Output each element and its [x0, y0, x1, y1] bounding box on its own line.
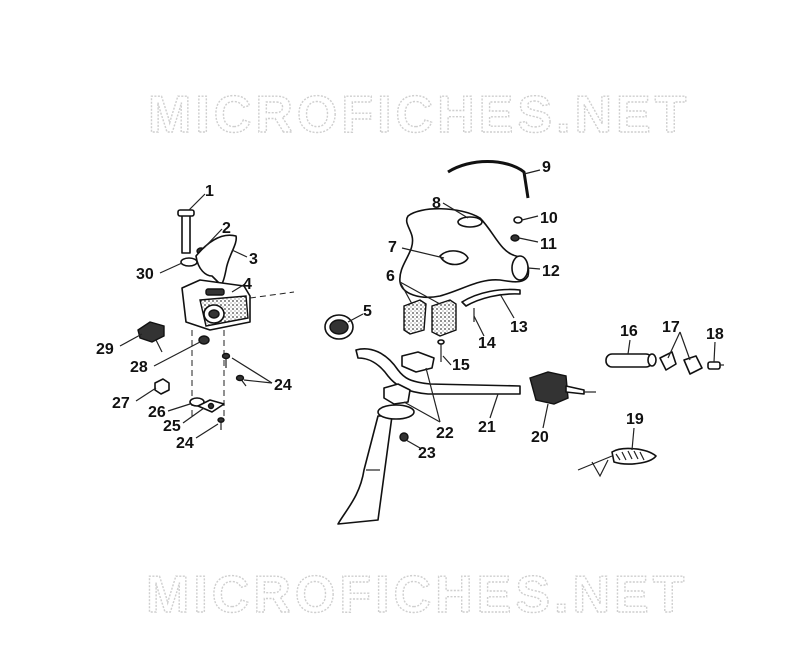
callout-7: 7: [388, 239, 397, 256]
clamp-upper-part: [401, 351, 435, 373]
watermark-bottom: MICROFICHES.NET: [146, 566, 688, 624]
callout-17: 17: [662, 319, 680, 336]
watermark-top: MICROFICHES.NET: [148, 86, 690, 144]
callout-26: 26: [148, 404, 166, 421]
steering-post-part: [337, 415, 393, 525]
washer-part: [180, 257, 198, 267]
handlebar-part: [355, 348, 521, 395]
callout-3: 3: [249, 251, 258, 268]
callout-2: 2: [222, 220, 231, 237]
callout-9: 9: [542, 159, 551, 176]
callout-18: 18: [706, 326, 724, 343]
heater-element-part: [577, 447, 657, 478]
callout-13: 13: [510, 319, 528, 336]
callout-5: 5: [363, 303, 372, 320]
bracket-part: [195, 234, 238, 286]
callout-11: 11: [540, 236, 557, 253]
bolt-23-part: [399, 432, 409, 442]
clamp-blocks-part: [403, 299, 457, 337]
spring-part: [198, 335, 210, 345]
callout-19: 19: [626, 411, 644, 428]
callout-10: 10: [540, 210, 558, 227]
clamp-lower-part: [383, 383, 411, 405]
callout-27: 27: [112, 395, 130, 412]
callout-30: 30: [136, 266, 154, 283]
windshield-strip-part: [447, 160, 530, 199]
leader-lines: [119, 169, 716, 451]
grip-part: [605, 353, 657, 368]
callout-23: 23: [418, 445, 436, 462]
screw-24b-part: [217, 417, 225, 430]
connector-part: [137, 321, 165, 353]
callout-labels: 1 2 3 4 5 6 7 8 9 10 11 12 13 14 15 16 1…: [96, 159, 724, 462]
callout-29: 29: [96, 341, 114, 358]
callout-16: 16: [620, 323, 638, 340]
trim-strip-part: [461, 288, 521, 307]
callout-15: 15: [452, 357, 470, 374]
nut-11-part: [510, 234, 520, 242]
nut-10-part: [513, 216, 523, 224]
right-assembly: [529, 351, 724, 478]
callout-1: 1: [205, 183, 214, 200]
housing-assembly: [137, 209, 295, 430]
grip-end-17a-part: [659, 351, 677, 371]
callout-12: 12: [542, 263, 560, 280]
callout-28: 28: [130, 359, 148, 376]
screw-24-part: [221, 352, 247, 387]
grip-end-part: [324, 314, 354, 340]
callout-4: 4: [243, 276, 252, 293]
callout-25: 25: [163, 418, 181, 435]
throttle-housing-part: [181, 279, 251, 331]
bolt-15-part: [437, 339, 445, 362]
callout-22: 22: [436, 425, 454, 442]
callout-6: 6: [386, 268, 395, 285]
grip-end-17b-part: [683, 355, 703, 375]
switch-housing-part: [529, 371, 569, 405]
nut-part: [154, 378, 170, 395]
callout-21: 21: [478, 419, 496, 436]
callout-8: 8: [432, 195, 441, 212]
callout-24: 24: [274, 377, 292, 394]
bolt-part: [177, 209, 195, 254]
callout-20: 20: [531, 429, 549, 446]
handlebar-assembly: [324, 160, 530, 525]
screw-18-part: [707, 361, 724, 370]
callout-24b: 24: [176, 435, 194, 452]
callout-14: 14: [478, 335, 496, 352]
